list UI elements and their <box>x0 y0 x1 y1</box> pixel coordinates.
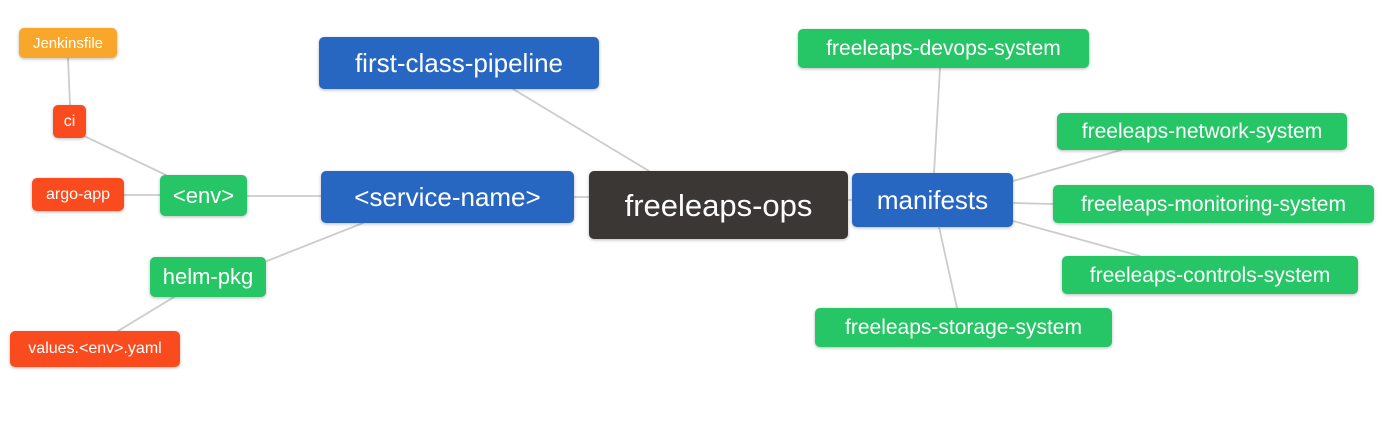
node-freeleaps-monitoring-system[interactable]: freeleaps-monitoring-system <box>1053 185 1374 223</box>
node-first-class-pipeline[interactable]: first-class-pipeline <box>319 37 599 89</box>
node-service-name[interactable]: <service-name> <box>321 171 574 223</box>
node-freeleaps-storage-system[interactable]: freeleaps-storage-system <box>815 308 1112 347</box>
edge-manifests-to-freeleaps-storage-system <box>938 226 958 309</box>
edge-ci-to-env <box>83 135 167 176</box>
edge-manifests-to-freeleaps-controls-system <box>1012 220 1141 257</box>
edge-first-class-pipeline-to-freeleaps-ops <box>512 88 650 172</box>
edge-manifests-to-freeleaps-monitoring-system <box>1012 202 1054 205</box>
edge-freeleaps-devops-system-to-manifests <box>933 67 941 174</box>
node-env[interactable]: <env> <box>160 175 247 216</box>
node-argo-app[interactable]: argo-app <box>32 178 124 211</box>
node-ci[interactable]: ci <box>53 105 86 138</box>
node-freeleaps-devops-system[interactable]: freeleaps-devops-system <box>798 29 1089 68</box>
node-jenkinsfile[interactable]: Jenkinsfile <box>19 28 117 58</box>
edge-manifests-to-freeleaps-network-system <box>1012 149 1122 182</box>
edge-helm-pkg-to-service-name <box>266 222 364 262</box>
node-freeleaps-ops[interactable]: freeleaps-ops <box>589 171 848 239</box>
node-manifests[interactable]: manifests <box>852 173 1013 227</box>
edge-jenkinsfile-to-ci <box>67 57 71 106</box>
node-values-env-yaml[interactable]: values.<env>.yaml <box>10 331 180 367</box>
node-helm-pkg[interactable]: helm-pkg <box>150 257 266 297</box>
node-freeleaps-network-system[interactable]: freeleaps-network-system <box>1057 113 1347 150</box>
node-freeleaps-controls-system[interactable]: freeleaps-controls-system <box>1062 256 1358 294</box>
edge-values-env-yaml-to-helm-pkg <box>117 296 175 332</box>
